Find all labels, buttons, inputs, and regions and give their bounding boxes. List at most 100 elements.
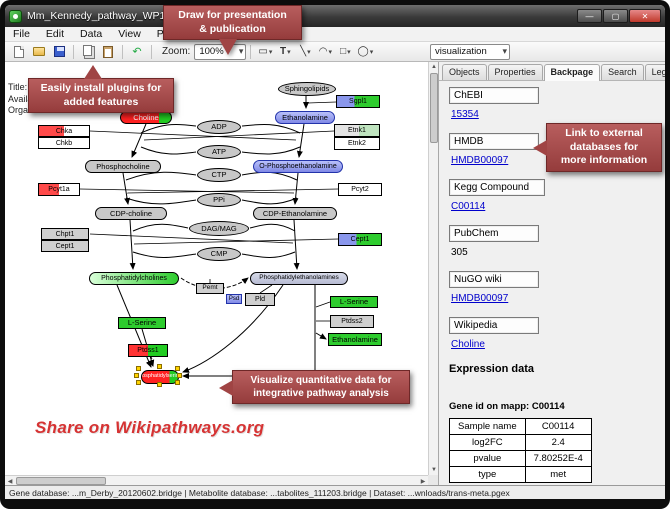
pathway-node-ethanolamine-bottom[interactable]: Ethanolamine — [328, 333, 382, 346]
pathway-node-etnk2[interactable]: Etnk2 — [334, 137, 380, 150]
status-bar: Gene database: ...m_Derby_20120602.bridg… — [5, 485, 665, 499]
pathway-node-phosphocholine[interactable]: Phosphocholine — [85, 160, 161, 173]
pathway-title-label: Title: — [8, 82, 28, 92]
pathway-node-chkb[interactable]: Chkb — [38, 137, 90, 149]
callout-line: Draw for presentation — [178, 9, 287, 21]
rect-tool-button[interactable]: ▾ — [336, 43, 354, 60]
menu-file[interactable]: File — [13, 27, 30, 40]
table-cell: pvalue — [449, 450, 526, 467]
pathway-node-sgpl1[interactable]: Sgpl1 — [336, 95, 380, 108]
oval-tool-button[interactable]: ▾ — [356, 43, 374, 60]
pathway-node-phosphatidylcholines[interactable]: Phosphatidylcholines — [89, 272, 179, 285]
line-tool-button[interactable]: ▾ — [296, 43, 314, 60]
pathway-node-etnk1[interactable]: Etnk1 — [334, 124, 380, 137]
selection-handle[interactable] — [136, 366, 141, 371]
hmdb-link[interactable]: HMDB00097 — [451, 155, 509, 166]
tab-legend[interactable]: Legend — [644, 64, 665, 80]
pathway-node-ptdss2[interactable]: Ptdss2 — [330, 315, 374, 328]
pathway-node-cdp-choline[interactable]: CDP-choline — [95, 207, 167, 220]
scroll-up-arrow-icon[interactable]: ▲ — [431, 64, 437, 70]
nugo-link[interactable]: HMDB00097 — [451, 293, 509, 304]
wikipedia-link[interactable]: Choline — [451, 339, 485, 350]
callout-line: Visualize quantitative data for — [250, 375, 392, 386]
scroll-left-arrow-icon[interactable]: ◀ — [7, 478, 13, 485]
chebi-link[interactable]: 15354 — [451, 109, 479, 120]
menu-edit[interactable]: Edit — [45, 27, 65, 40]
pathway-node-ppi[interactable]: PPi — [197, 193, 241, 207]
tab-properties[interactable]: Properties — [487, 64, 543, 80]
selection-handle[interactable] — [157, 382, 162, 387]
pathway-node-ethanolamine[interactable]: Ethanolamine — [275, 111, 335, 124]
maximize-button[interactable]: ▢ — [603, 9, 628, 23]
scroll-down-arrow-icon[interactable]: ▼ — [431, 467, 437, 473]
rectangle-icon — [340, 46, 346, 57]
pathway-node-phosphatidylethanolamines[interactable]: Phosphatidylethanolamines — [250, 272, 348, 285]
pathway-node-chka[interactable]: Chka — [38, 125, 90, 137]
kegg-link[interactable]: C00114 — [451, 201, 486, 212]
selection-handle[interactable] — [157, 364, 162, 369]
pathway-node-pcyt1a[interactable]: Pcyt1a — [38, 183, 80, 196]
selection-handle[interactable] — [136, 380, 141, 385]
pathway-node-l-serine-right[interactable]: L-Serine — [330, 296, 378, 308]
pathway-node-psd[interactable]: Psd — [226, 294, 242, 304]
chevron-down-icon: ▾ — [347, 48, 351, 56]
selection-handle[interactable] — [134, 373, 139, 378]
menu-bar: File Edit Data View Plugins Help — [5, 27, 665, 42]
table-cell: 2.4 — [524, 434, 592, 451]
scroll-right-arrow-icon[interactable]: ▶ — [420, 478, 426, 485]
horizontal-scroll-thumb[interactable] — [16, 477, 106, 485]
arc-tool-button[interactable]: ▾ — [316, 43, 334, 60]
close-button[interactable]: ✕ — [629, 9, 661, 23]
pathway-node-dag-mag[interactable]: DAG/MAG — [189, 221, 249, 236]
menu-data[interactable]: Data — [80, 27, 103, 40]
tab-objects[interactable]: Objects — [442, 64, 487, 80]
zoom-value: 100% — [199, 46, 224, 57]
toolbar: Zoom: 100% ▾ ▾ ▾ ▾ ▾ ▾ visualization — [5, 42, 665, 62]
pathway-node-cept1-left[interactable]: Cept1 — [41, 240, 89, 252]
copy-button[interactable] — [79, 43, 97, 60]
selection-handle[interactable] — [177, 373, 182, 378]
callout-arrow-left-icon — [219, 380, 233, 396]
undo-button[interactable] — [128, 43, 146, 60]
pathway-node-sphingolipids[interactable]: Sphingolipids — [278, 82, 336, 96]
vertical-scroll-thumb[interactable] — [430, 73, 438, 143]
toolbar-separator — [151, 44, 152, 59]
new-file-button[interactable] — [10, 43, 28, 60]
save-button[interactable] — [50, 43, 68, 60]
vertical-scrollbar[interactable]: ▲ ▼ — [428, 62, 438, 475]
pathway-node-atp[interactable]: ATP — [197, 145, 241, 159]
visualization-combobox[interactable]: visualization — [430, 43, 510, 60]
open-folder-icon — [33, 47, 45, 56]
tab-backpage[interactable]: Backpage — [543, 64, 601, 81]
pathway-node-adp[interactable]: ADP — [197, 120, 241, 134]
table-cell: C00114 — [524, 418, 592, 435]
horizontal-scrollbar[interactable]: ◀ ▶ — [5, 475, 428, 485]
chevron-down-icon: ▾ — [287, 48, 291, 56]
pathway-node-cmp[interactable]: CMP — [197, 247, 241, 261]
menu-view[interactable]: View — [118, 27, 141, 40]
open-file-button[interactable] — [30, 43, 48, 60]
tab-search[interactable]: Search — [601, 64, 644, 80]
selection-handle[interactable] — [175, 380, 180, 385]
pathway-node-pemt[interactable]: Pemt — [196, 283, 224, 294]
callout-line: Easily install plugins for — [40, 82, 162, 94]
pathway-node-ctp[interactable]: CTP — [197, 168, 241, 182]
pathway-node-o-phosphoethanolamine[interactable]: O-Phosphoethanolamine — [253, 160, 343, 173]
pathway-node-l-serine-left[interactable]: L-Serine — [118, 317, 166, 329]
pathway-node-cdp-ethanolamine[interactable]: CDP-Ethanolamine — [253, 207, 337, 220]
table-cell: log2FC — [449, 434, 526, 451]
pathway-node-chpt1[interactable]: Chpt1 — [41, 228, 89, 240]
minimize-button[interactable]: — — [577, 9, 602, 23]
label-tool-button[interactable]: ▾ — [276, 43, 294, 60]
pathway-node-cept1-right[interactable]: Cept1 — [338, 233, 382, 246]
window-titlebar[interactable]: Mm_Kennedy_pathway_WP1771_45176.gpml — ▢… — [5, 5, 665, 27]
pathway-node-pld[interactable]: Pld — [245, 293, 275, 306]
table-cell: met — [524, 466, 592, 483]
pubchem-value: 305 — [451, 247, 468, 258]
paste-button[interactable] — [99, 43, 117, 60]
selection-handle[interactable] — [175, 366, 180, 371]
pathway-canvas[interactable]: Sphingolipids Sgpl1 Choline Ethanolamine… — [5, 62, 428, 475]
datanode-tool-button[interactable]: ▾ — [256, 43, 274, 60]
pathway-node-ptdss1[interactable]: Ptdss1 — [128, 344, 168, 357]
pathway-node-pcyt2[interactable]: Pcyt2 — [338, 183, 382, 196]
